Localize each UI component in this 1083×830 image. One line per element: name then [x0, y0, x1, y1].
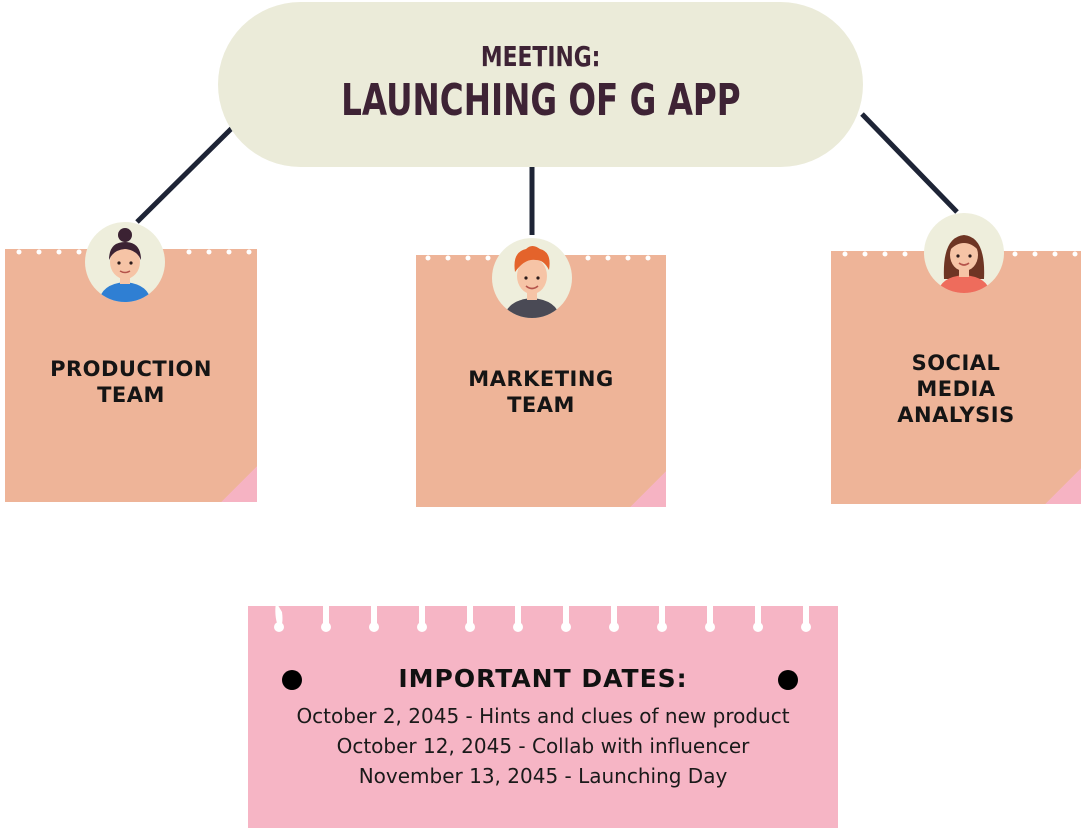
important-dates-note: IMPORTANT DATES: October 2, 2045 - Hints… [248, 602, 838, 828]
team-name-line: SOCIAL [911, 351, 1001, 375]
folded-corner [221, 466, 257, 502]
important-dates-title: IMPORTANT DATES: [398, 664, 688, 693]
team-name-line: MARKETING [468, 367, 614, 391]
folded-corner [630, 471, 666, 507]
date-item: October 12, 2045 - Collab with influence… [336, 734, 750, 758]
man-orange-hair-avatar-icon [492, 238, 572, 318]
connector-line-social [860, 112, 959, 214]
team-name-marketing: MARKETING TEAM [416, 366, 666, 418]
meeting-label: MEETING: [480, 39, 601, 73]
team-name-line: MEDIA [916, 377, 996, 401]
woman-brown-hair-avatar-icon [924, 213, 1004, 293]
bullet-dot-left [282, 670, 302, 690]
woman-bun-avatar-icon [85, 222, 165, 302]
meeting-title: LAUNCHING OF G APP [340, 74, 741, 126]
team-name-social-media: SOCIAL MEDIA ANALYSIS [831, 350, 1081, 428]
date-item: November 13, 2045 - Launching Day [358, 764, 728, 788]
date-item: October 2, 2045 - Hints and clues of new… [296, 704, 790, 728]
team-name-line: TEAM [507, 393, 575, 417]
connector-line-production [135, 126, 234, 224]
team-note-marketing: MARKETING TEAM [416, 252, 666, 507]
team-name-line: ANALYSIS [897, 403, 1015, 427]
team-name-production: PRODUCTION TEAM [5, 356, 257, 408]
meeting-title-box: MEETING: LAUNCHING OF G APP [218, 2, 863, 167]
folded-corner [1045, 468, 1081, 504]
team-name-line: PRODUCTION [50, 357, 212, 381]
team-name-line: TEAM [97, 383, 165, 407]
bullet-dot-right [778, 670, 798, 690]
torn-edge [248, 602, 838, 632]
